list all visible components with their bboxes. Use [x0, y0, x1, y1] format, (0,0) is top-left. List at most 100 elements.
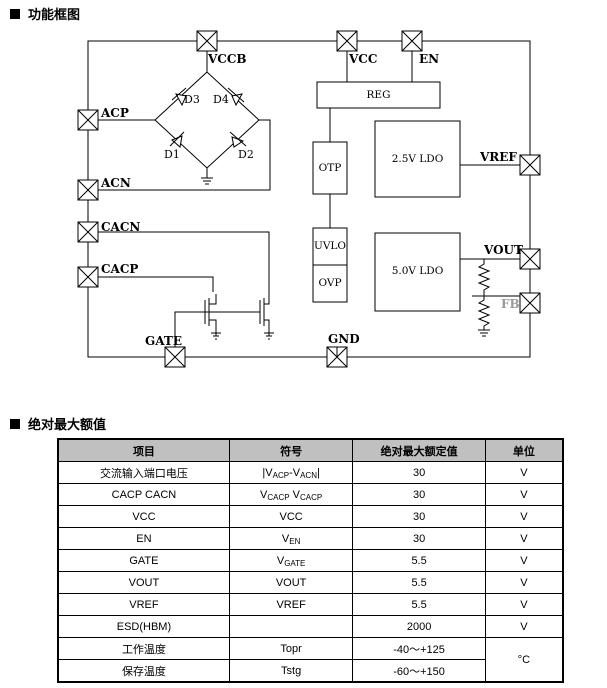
cell-value: 5.5 — [352, 593, 486, 616]
pin-label-cacn: CACN — [101, 220, 141, 234]
pin-cacp-box — [77, 266, 99, 288]
pin-label-vccb: VCCB — [208, 52, 247, 66]
diode-d1-icon — [169, 131, 185, 148]
cell-value: 30 — [352, 461, 486, 484]
symbol-text: V — [289, 488, 300, 501]
cell-symbol: Tstg — [228, 659, 354, 683]
cell-item: GATE — [57, 549, 230, 572]
functional-block-diagram — [77, 30, 541, 368]
cell-item: 保存温度 — [57, 659, 230, 683]
cell-symbol: VCACP VCACP — [228, 483, 354, 506]
cell-value: 2000 — [352, 615, 486, 638]
symbol-subscript: CACP — [267, 492, 290, 502]
pin-label-vout: VOUT — [484, 243, 523, 257]
pin-label-en: EN — [419, 52, 440, 66]
bridge-rectifier — [98, 51, 271, 191]
symbol-text: V — [260, 488, 268, 501]
pin-cacn-box — [77, 221, 99, 243]
table-header-row: 项目 符号 绝对最大额定值 单位 — [57, 438, 564, 462]
cell-unit: V — [484, 461, 564, 484]
pin-label-gate: GATE — [145, 334, 182, 348]
cell-unit: V — [484, 615, 564, 638]
mosfet-switches — [98, 231, 274, 347]
cell-value: 30 — [352, 527, 486, 550]
symbol-subscript: ACN — [300, 470, 317, 480]
feedback-resistor-divider — [472, 259, 520, 337]
cell-unit: V — [484, 527, 564, 550]
col-header-symbol: 符号 — [228, 438, 354, 462]
diode-label-d2: D2 — [238, 148, 254, 161]
cell-unit: V — [484, 505, 564, 528]
cell-symbol: VREF — [228, 593, 354, 616]
symbol-text: VREF — [276, 598, 306, 611]
cell-unit: V — [484, 483, 564, 506]
symbol-text: VCC — [279, 510, 303, 523]
reg-label: REG — [366, 89, 391, 101]
pin-vref-box — [519, 154, 541, 176]
cell-unit: V — [484, 571, 564, 594]
cell-symbol — [228, 615, 354, 638]
cell-unit: °C — [484, 637, 564, 683]
cell-value: -40～+125 — [352, 637, 486, 660]
pin-label-cacp: CACP — [101, 262, 139, 276]
symbol-text: |V — [262, 466, 273, 479]
otp-label: OTP — [318, 162, 342, 174]
symbol-text: | — [316, 466, 320, 479]
pin-acp-box — [77, 109, 99, 131]
square-bullet-icon — [10, 418, 20, 429]
ldo-25-block — [374, 120, 461, 198]
cell-item: 工作温度 — [57, 637, 230, 660]
cell-item: ESD(HBM) — [57, 615, 230, 638]
diode-d2-icon — [229, 131, 247, 148]
pin-label-gnd: GND — [328, 332, 360, 346]
col-header-unit: 单位 — [484, 438, 564, 462]
symbol-subscript: GATE — [284, 558, 306, 568]
cell-symbol: VOUT — [228, 571, 354, 594]
pin-fb-box — [519, 292, 541, 314]
cell-value: 5.5 — [352, 549, 486, 572]
col-header-value: 绝对最大额定值 — [352, 438, 486, 462]
cell-item: 交流输入端口电压 — [57, 461, 230, 484]
cell-symbol: VGATE — [228, 549, 354, 572]
otp-block — [312, 141, 348, 195]
reg-block — [316, 81, 441, 109]
pin-label-acp: ACP — [101, 106, 129, 120]
pin-label-vref: VREF — [480, 150, 517, 164]
uvlo-label: UVLO — [313, 240, 346, 252]
symbol-text: VOUT — [275, 576, 307, 589]
ratings-heading: 绝对最大额值 — [10, 414, 106, 433]
pin-vcc-box — [336, 30, 358, 52]
chip-outline — [87, 40, 531, 358]
cell-value: 30 — [352, 483, 486, 506]
cell-item: VOUT — [57, 571, 230, 594]
cell-symbol: |VACP-VACN| — [228, 461, 354, 484]
diode-d3-icon — [171, 87, 187, 107]
symbol-text: -V — [289, 466, 301, 479]
diode-label-d3: D3 — [184, 93, 200, 106]
pin-en-box — [401, 30, 423, 52]
symbol-subscript: ACP — [272, 470, 290, 480]
symbol-text: V — [276, 554, 285, 567]
diode-label-d4: D4 — [213, 93, 229, 106]
cell-symbol: VEN — [228, 527, 354, 550]
diode-label-d1: D1 — [164, 148, 180, 161]
ratings-title: 绝对最大额值 — [28, 418, 107, 433]
cell-unit: V — [484, 549, 564, 572]
ldo-50-block — [374, 232, 461, 312]
cell-symbol: VCC — [228, 505, 354, 528]
diode-d4-icon — [227, 87, 245, 107]
ldo-25-label: 2.5V LDO — [391, 153, 444, 165]
symbol-text: V — [281, 532, 290, 545]
cell-item: CACP CACN — [57, 483, 230, 506]
cell-unit: V — [484, 593, 564, 616]
pin-vout-box — [519, 248, 541, 270]
pin-label-acn: ACN — [101, 176, 131, 190]
